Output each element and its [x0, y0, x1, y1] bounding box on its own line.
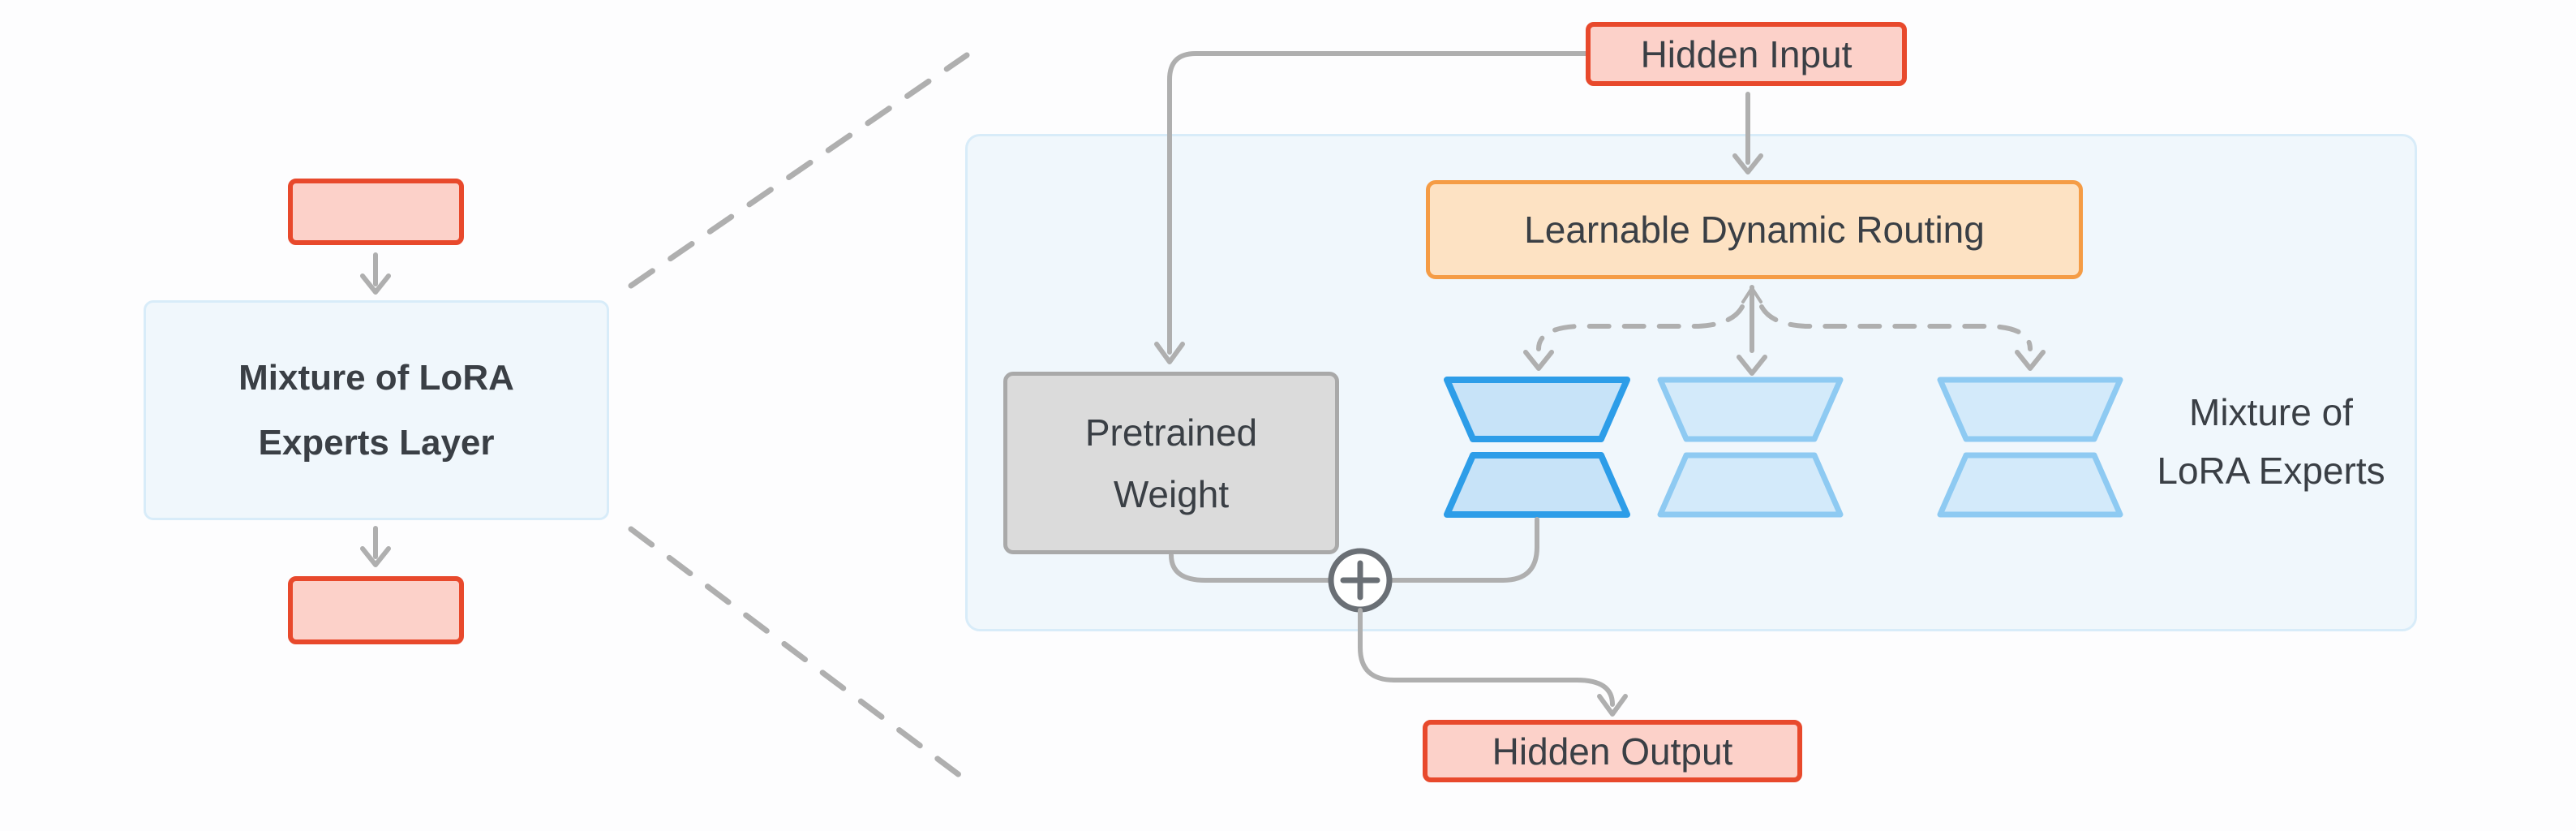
hidden-output-box: Hidden Output	[1423, 720, 1802, 782]
zoom-guide-upper-dashed-line	[628, 52, 970, 289]
hidden-output-label: Hidden Output	[1492, 730, 1733, 773]
lora-expert-3	[1937, 377, 2123, 518]
sum-plus-circle-icon	[1328, 548, 1393, 613]
learnable-dynamic-routing-box: Learnable Dynamic Routing	[1426, 180, 2083, 279]
connector-input-to-pretrained	[1154, 51, 1588, 364]
hidden-input-box: Hidden Input	[1586, 22, 1907, 86]
connector-pretrained-to-sum	[1169, 553, 1331, 583]
routing-gate-connectors	[1523, 285, 2046, 376]
pretrained-weight-label-line1: Pretrained	[1084, 411, 1258, 454]
expert-2-up-projection-trapezoid	[1657, 452, 1844, 518]
expert-3-down-projection-trapezoid	[1937, 377, 2123, 442]
mini-moe-layer-box: Mixture of LoRA Experts Layer	[144, 300, 609, 520]
expert-3-up-projection-trapezoid	[1937, 452, 2123, 518]
arrow-mini-layer-to-output-icon	[360, 526, 391, 567]
expert-1-down-projection-trapezoid	[1444, 377, 1630, 442]
mixture-of-lora-experts-label: Mixture of LoRA Experts	[2125, 383, 2417, 500]
mini-moe-layer-label-line2: Experts Layer	[258, 422, 495, 463]
routing-label: Learnable Dynamic Routing	[1524, 209, 1985, 251]
zoom-guide-lower-dashed-line	[628, 526, 970, 784]
arrow-sum-to-output-icon	[1358, 608, 1628, 717]
experts-label-line2: LoRA Experts	[2157, 450, 2385, 492]
expert-2-down-projection-trapezoid	[1657, 377, 1844, 442]
pretrained-weight-box: Pretrained Weight	[1003, 372, 1339, 554]
lora-expert-2	[1657, 377, 1844, 518]
mini-moe-layer-label-line1: Mixture of LoRA	[238, 357, 514, 398]
connector-expert-to-sum	[1389, 517, 1539, 583]
lora-expert-1-active	[1444, 377, 1630, 518]
hidden-input-label: Hidden Input	[1640, 32, 1853, 75]
pretrained-weight-label-line2: Weight	[1113, 472, 1230, 515]
arrow-input-to-routing-icon	[1732, 92, 1763, 174]
mini-input-box	[288, 179, 464, 245]
arrow-mini-input-to-layer-icon	[360, 252, 391, 295]
experts-label-line1: Mixture of	[2189, 391, 2353, 433]
mini-output-box	[288, 576, 464, 644]
expert-1-up-projection-trapezoid	[1444, 452, 1630, 518]
